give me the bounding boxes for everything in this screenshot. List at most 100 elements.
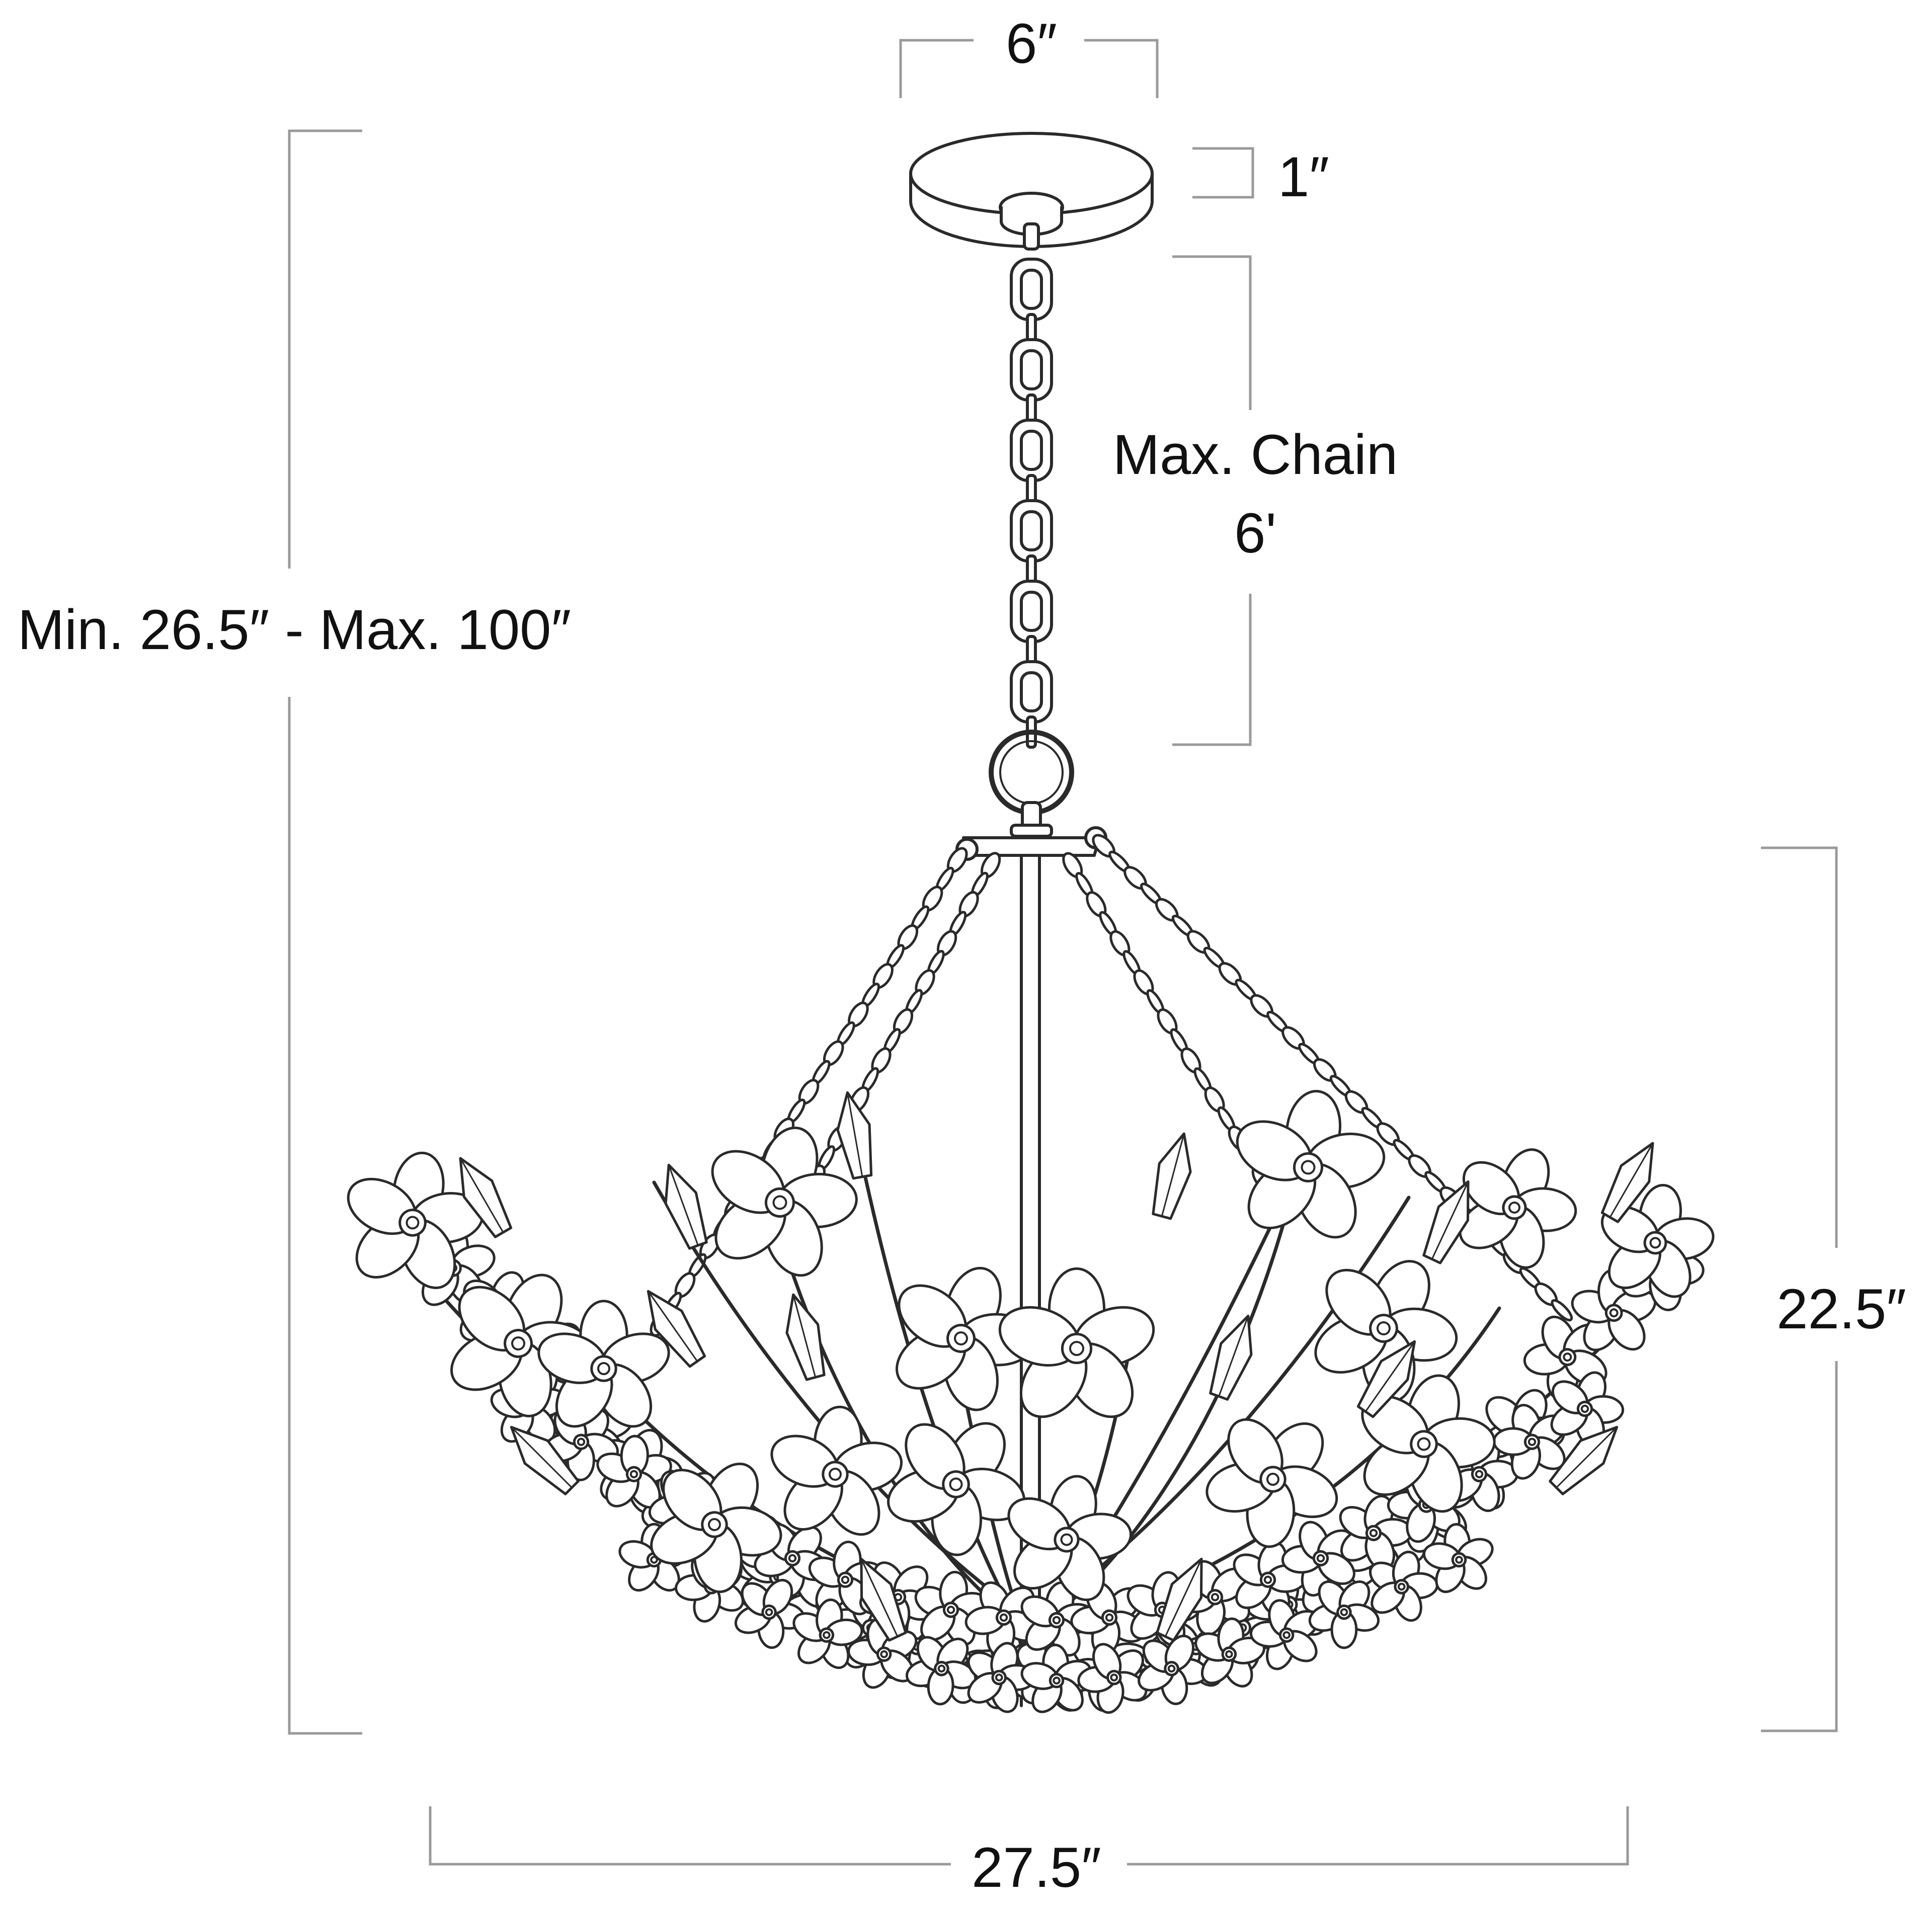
large-flower — [1007, 1475, 1133, 1602]
flower-center-dot — [949, 1477, 963, 1491]
crystal-leaf-facet — [647, 1290, 698, 1363]
bowl-flower-low — [1077, 1643, 1148, 1714]
flower-center-dot — [1455, 1556, 1463, 1564]
bowl-flower-inner — [1020, 1581, 1096, 1657]
flower-center-dot — [880, 1650, 888, 1658]
crystal-leaf-facet — [1555, 1426, 1618, 1489]
chain-link — [1551, 1299, 1573, 1322]
large-flower — [770, 1405, 903, 1536]
canopy-width-label: 6″ — [1006, 12, 1057, 75]
overall-height-label: Min. 26.5″ - Max. 100″ — [18, 598, 571, 661]
bowl-flower-low — [1249, 1599, 1319, 1670]
crystal-leaf-facet — [792, 1294, 817, 1378]
large-flower — [1459, 1148, 1577, 1269]
flower-center-dot — [937, 1664, 946, 1673]
large-flower — [998, 1267, 1155, 1418]
flower-center-dot — [1580, 1404, 1589, 1413]
overall-height-bracket — [288, 129, 362, 1735]
bowl-flower-low — [847, 1618, 918, 1689]
large-flower — [887, 1422, 1026, 1556]
chain-link — [1010, 419, 1053, 482]
flower-center-dot — [841, 1575, 850, 1584]
bowl-flower-low — [792, 1599, 863, 1669]
crystal-leaf-facet — [459, 1157, 504, 1233]
bowl-flower-inner — [914, 1570, 990, 1646]
canopy-height-bracket — [1192, 147, 1254, 199]
fixture-width-bracket — [429, 1806, 1629, 1866]
large-flower — [347, 1151, 484, 1290]
flower-center-dot — [511, 1336, 525, 1350]
flower-center-dot — [995, 1673, 1003, 1682]
chain-link-inner — [1020, 671, 1043, 712]
fixture-height-label: 22.5″ — [1777, 1278, 1906, 1340]
flower-center-dot — [1167, 1664, 1176, 1673]
bowl-flower-low — [1369, 1550, 1438, 1622]
flower-center-dot — [772, 1195, 787, 1210]
flower-center-dot — [650, 1556, 658, 1564]
crystal-leaf-facet — [860, 1558, 899, 1638]
flower-center-dot — [1397, 1582, 1406, 1591]
max-chain-bracket — [1172, 255, 1252, 746]
dimension-labels: 6″ 1″ Max. Chain 6' Min. 26.5″ - Max. 10… — [18, 12, 1906, 1899]
flower-center-dot — [1105, 1613, 1114, 1622]
crown-plate — [955, 826, 1107, 861]
flower-center-dot — [597, 1362, 610, 1375]
chain-link — [1010, 499, 1053, 563]
chain-link-inner — [1020, 591, 1043, 632]
bowl-flower-inner — [1233, 1541, 1307, 1617]
crystal-leaf-facet — [668, 1164, 699, 1246]
large-flower — [1205, 1418, 1338, 1548]
flower-center-dot — [788, 1554, 797, 1563]
flower-center-dot — [1340, 1608, 1348, 1616]
canopy — [909, 132, 1154, 251]
flower-center-dot — [1527, 1438, 1537, 1446]
dimension-lines — [288, 39, 1838, 1866]
flower-center-dot — [1266, 1473, 1279, 1486]
bowl-flower — [1523, 1315, 1607, 1401]
chain-link-inner — [1020, 510, 1043, 551]
large-flower — [1236, 1090, 1386, 1239]
large-flower — [895, 1266, 1036, 1411]
bowl-flower-low — [1422, 1523, 1494, 1593]
flower-center-dot — [1069, 1341, 1084, 1356]
large-flower — [711, 1126, 858, 1277]
flower-center-dot — [1563, 1352, 1572, 1362]
large-flower — [1600, 1183, 1715, 1298]
flower-center-dot — [1475, 1470, 1484, 1478]
chain-link — [1010, 660, 1053, 724]
flower-center-dot — [829, 1468, 842, 1481]
crystal-leaf-facet — [1431, 1180, 1469, 1260]
bowl-flower-low — [734, 1579, 806, 1649]
flower-center-dot — [1052, 1616, 1061, 1625]
flower-center-dot — [1225, 1650, 1233, 1658]
flower-center-dot — [954, 1331, 968, 1345]
chandelier-drawing — [347, 132, 1715, 1714]
flower-center-dot — [577, 1438, 586, 1446]
flower-center-dot — [1377, 1321, 1391, 1335]
flower-center-dot — [946, 1606, 955, 1614]
chain-link — [1010, 338, 1053, 402]
flower-center-dot — [1060, 1533, 1073, 1546]
large-flower — [450, 1273, 593, 1417]
main-chain — [1010, 258, 1053, 749]
flower-center-dot — [1282, 1631, 1291, 1639]
bowl-flower-inner — [596, 1434, 672, 1509]
flower-center-dot — [1609, 1308, 1619, 1318]
crystal-leaf-facet — [510, 1426, 573, 1489]
crystal-leaf-facet — [846, 1091, 863, 1178]
flower-center-dot — [708, 1518, 721, 1531]
flower-center-dot — [765, 1608, 773, 1616]
flower-center-dot — [1110, 1673, 1118, 1682]
chain-link — [1010, 580, 1053, 643]
chain-link-inner — [1020, 269, 1043, 310]
bowl-flower-inner — [1281, 1521, 1355, 1597]
max-chain-label-line1: Max. Chain — [1113, 423, 1398, 486]
crystal-leaf-facet — [1161, 1133, 1185, 1217]
chain-link — [1010, 258, 1053, 321]
fixture-width-label: 27.5″ — [972, 1836, 1101, 1899]
suspension-chain — [1092, 834, 1573, 1322]
chain-link-inner — [1020, 430, 1043, 471]
large-flower — [537, 1300, 670, 1428]
bowl-flower-low — [1308, 1580, 1380, 1649]
